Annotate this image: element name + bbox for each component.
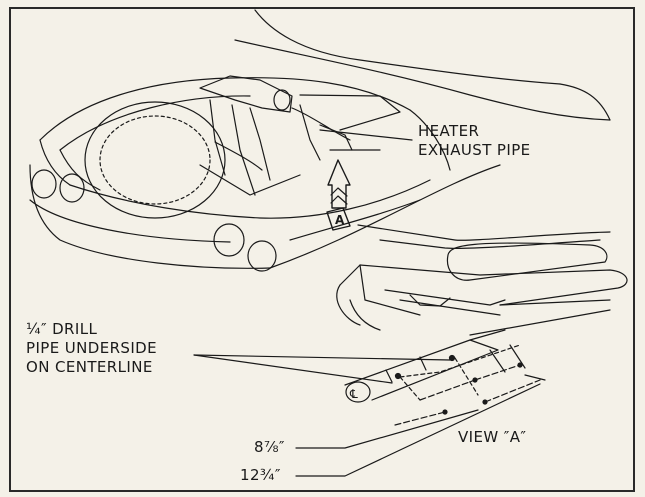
diagram-border — [9, 7, 635, 492]
drill-note-line2: PIPE UNDERSIDE — [26, 339, 157, 357]
drill-note-label: ¼″ DRILL PIPE UNDERSIDE ON CENTERLINE — [26, 320, 157, 377]
drill-note-leader-1 — [193, 354, 451, 361]
view-a-label: VIEW ″A″ — [458, 428, 527, 446]
drill-note-line1: ¼″ DRILL — [26, 320, 98, 338]
view-a-arrow — [326, 159, 351, 231]
car-body-drawing — [29, 9, 611, 272]
dim-long-label: 12¾″ — [240, 466, 281, 484]
arrow-letter-a: A — [335, 213, 345, 227]
dim-short-label: 8⅞″ — [254, 438, 285, 456]
heater-exhaust-pipe-label: HEATER EXHAUST PIPE — [418, 122, 531, 160]
dim-long-leader — [295, 383, 541, 477]
centerline-mark: ℄ — [350, 387, 359, 401]
heater-label-line1: HEATER — [418, 122, 480, 140]
drill-note-line3: ON CENTERLINE — [26, 358, 153, 376]
view-a-drawing — [336, 224, 628, 426]
drill-note-leader-2 — [193, 354, 393, 384]
dim-short-leader — [295, 409, 479, 449]
heater-label-line2: EXHAUST PIPE — [418, 141, 531, 159]
heater-pipe-leader — [319, 129, 413, 141]
